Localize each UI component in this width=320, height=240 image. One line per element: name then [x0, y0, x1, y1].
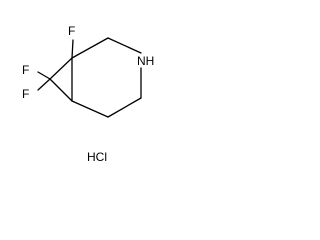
bond-c7-f-upper [37, 71, 51, 80]
bond-c1-c7 [49, 57, 73, 80]
bond-c7-c6 [49, 78, 73, 102]
structure-diagram: F F F NH HCl [22, 24, 154, 164]
bond-c7-f-lower [37, 78, 51, 91]
bond-c1-c2 [71, 37, 109, 59]
atom-f-left-upper: F [22, 63, 29, 77]
atom-f-top: F [68, 24, 75, 38]
bond-c1-f [71, 39, 74, 59]
atom-f-left-lower: F [22, 87, 29, 101]
salt-label: HCl [87, 150, 107, 164]
atom-nh: NH [137, 54, 154, 68]
bond-c2-n [107, 37, 142, 54]
bond-c5-c6 [71, 100, 109, 118]
bond-c4-c5 [107, 97, 142, 118]
